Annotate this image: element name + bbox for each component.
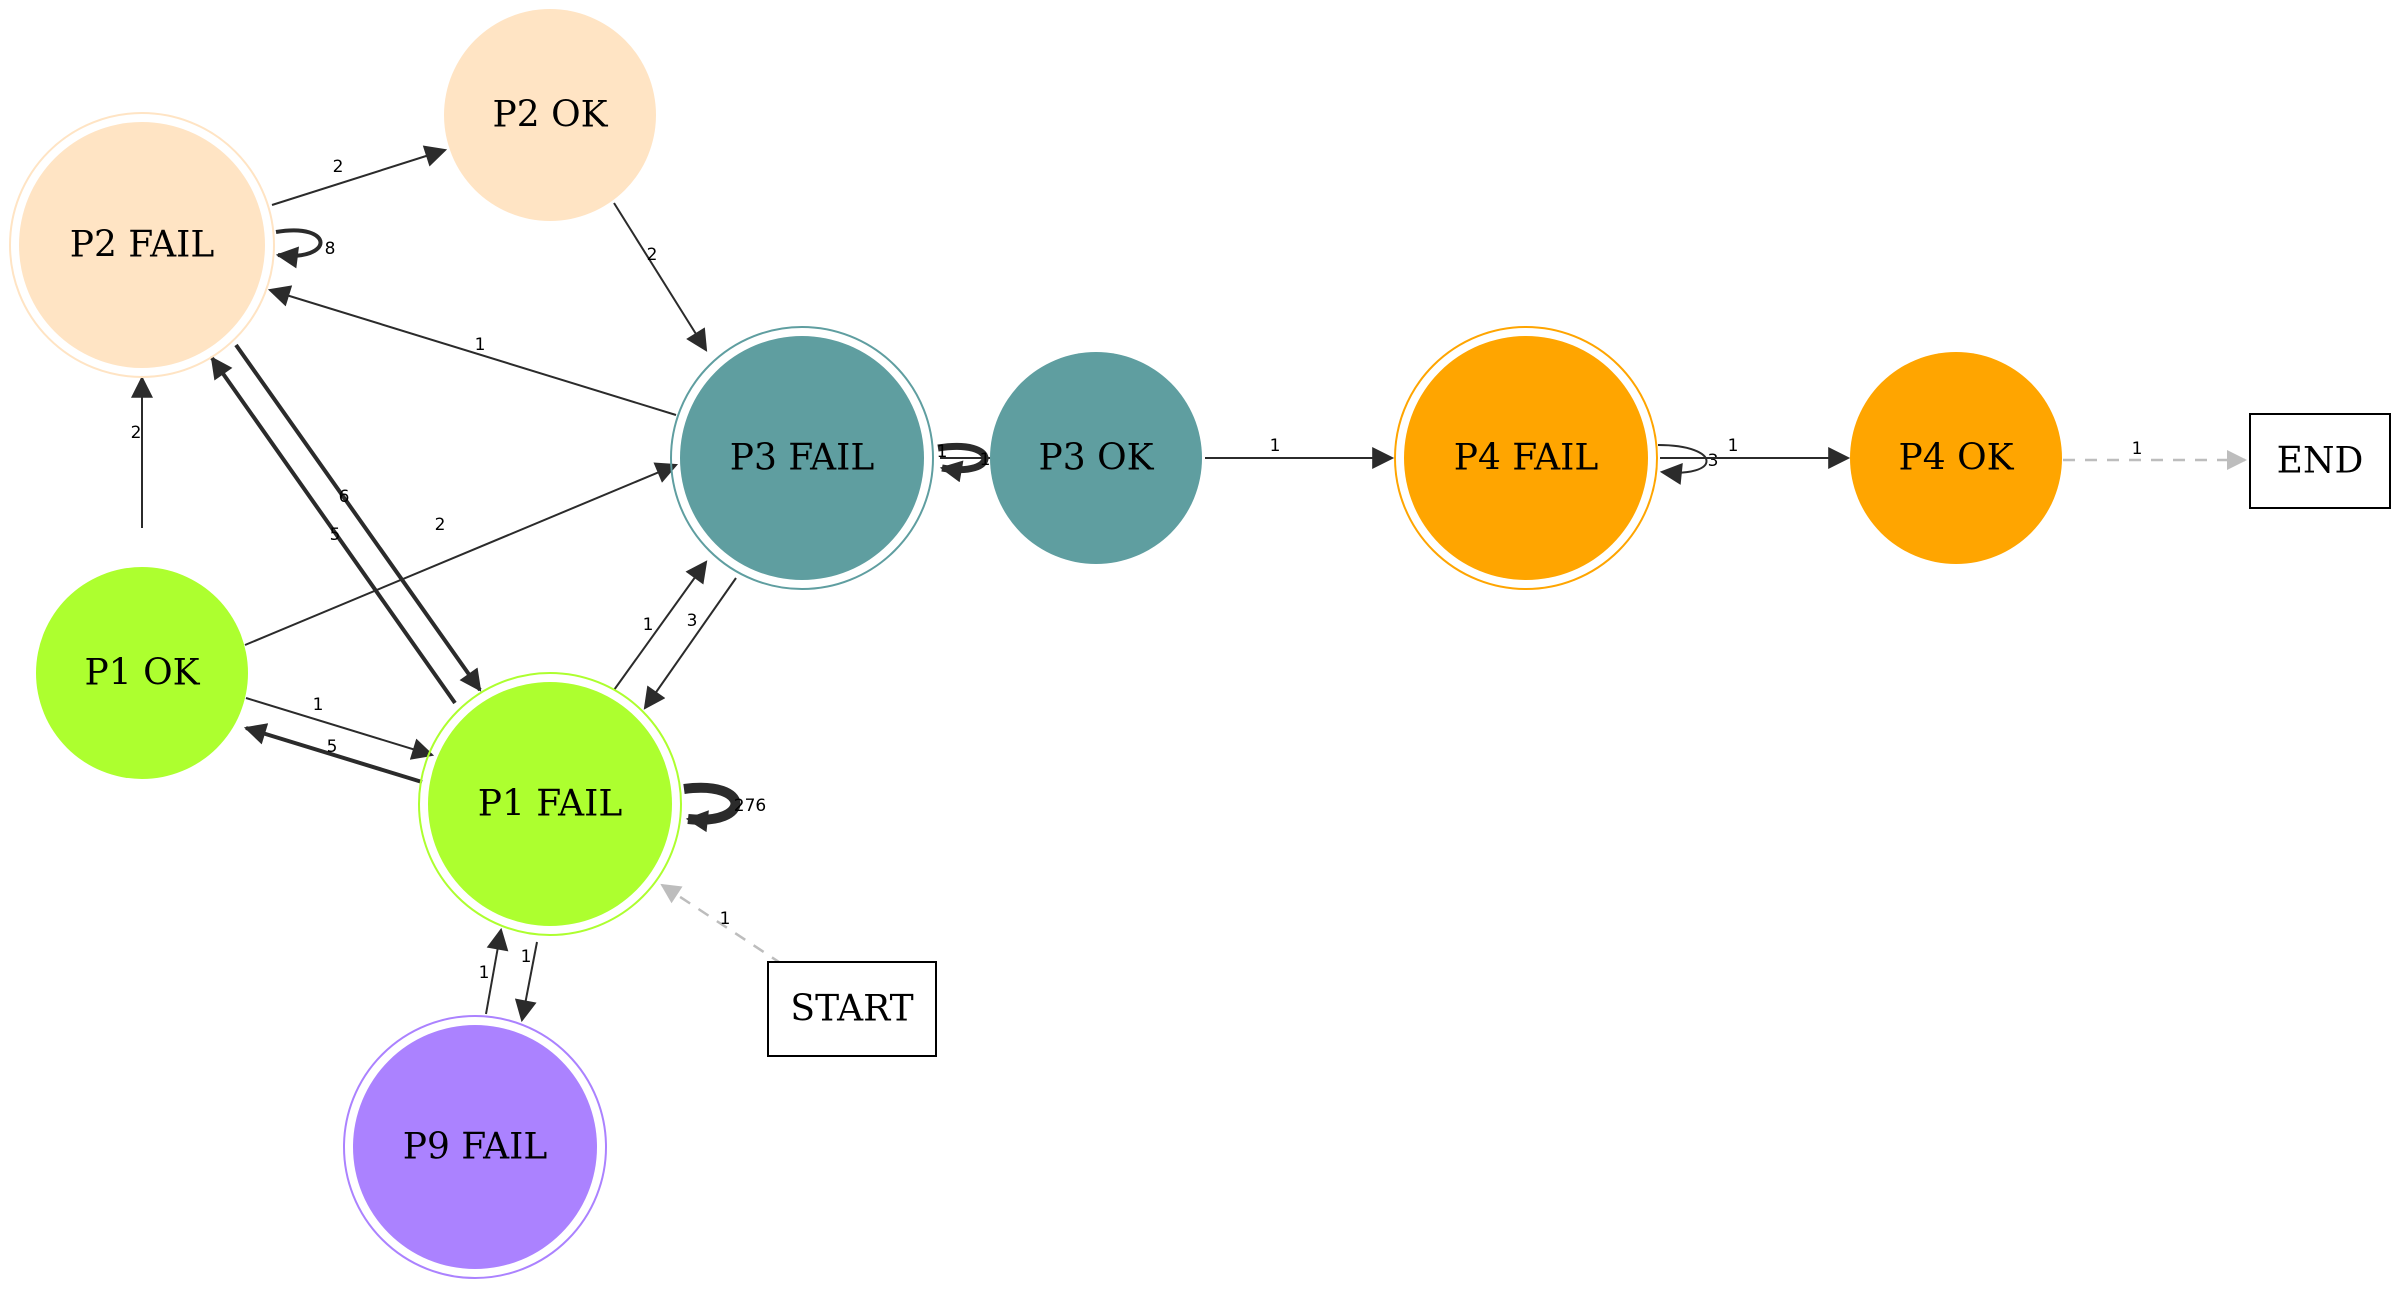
node-p4-ok-label: P4 OK xyxy=(1899,438,2015,479)
node-p2-fail-circle xyxy=(19,122,265,368)
node-p3-fail-label: P3 FAIL xyxy=(730,438,875,479)
edge-label-p2ok-to-p3fail: 2 xyxy=(647,245,658,265)
node-p1-ok-circle xyxy=(36,567,248,779)
node-p3-ok[interactable]: P3 OK xyxy=(990,352,1202,564)
edge-label-p3fail-self: 1 xyxy=(937,442,948,462)
edge-label-p3fail-to-p3ok: 1 xyxy=(980,450,991,470)
edge-label-p1fail-to-p2fail: 5 xyxy=(330,525,341,545)
edges-layer: 2 8 2 1 6 5 2 2 1 5 1 3 xyxy=(131,145,2247,1023)
node-p3-ok-circle xyxy=(990,352,1202,564)
edge-label-p3fail-to-p2fail: 1 xyxy=(475,335,486,355)
edge-p1fail-to-p9fail xyxy=(514,941,538,1023)
node-p9-fail-label: P9 FAIL xyxy=(403,1127,548,1168)
edge-label-p1ok-to-p2fail: 2 xyxy=(131,423,142,443)
edge-label-p1fail-self: 276 xyxy=(734,796,766,816)
edge-label-p3ok-to-p4fail: 1 xyxy=(1270,436,1281,456)
edge-p3fail-to-p2fail xyxy=(267,285,677,416)
edge-label-p4fail-self: 3 xyxy=(1708,451,1719,471)
edge-label-p9fail-to-p1fail: 1 xyxy=(479,963,490,983)
node-p4-fail-circle xyxy=(1404,336,1648,580)
node-p3-fail[interactable]: P3 FAIL xyxy=(670,326,934,590)
edge-p9fail-to-p1fail xyxy=(485,927,509,1015)
node-p3-fail-circle xyxy=(680,336,924,580)
node-p4-fail-label: P4 FAIL xyxy=(1454,438,1599,479)
node-p3-fail-outer-ring xyxy=(670,326,934,590)
node-start[interactable]: START xyxy=(767,961,937,1057)
node-p2-fail-outer-ring xyxy=(9,112,275,378)
node-p4-ok[interactable]: P4 OK xyxy=(1850,352,2062,564)
edge-p1fail-to-p2fail xyxy=(210,356,457,705)
node-p2-ok-label: P2 OK xyxy=(493,95,609,136)
node-p2-ok-circle xyxy=(444,9,656,221)
node-p1-fail-circle xyxy=(428,682,672,926)
edge-label-p2fail-self: 8 xyxy=(325,239,336,259)
node-p2-ok[interactable]: P2 OK xyxy=(444,9,656,221)
node-p2-fail[interactable]: P2 FAIL xyxy=(9,112,275,378)
edge-p1fail-self-loop xyxy=(683,782,741,833)
edge-label-p2fail-to-p1fail: 6 xyxy=(339,487,350,507)
edge-label-p1ok-to-p3fail: 2 xyxy=(435,515,446,535)
edge-p2fail-to-p2ok xyxy=(271,145,448,206)
node-p4-ok-circle xyxy=(1850,352,2062,564)
edge-p4fail-self-loop xyxy=(1657,444,1708,485)
edge-label-p1fail-to-p3fail: 1 xyxy=(643,615,654,635)
edge-p3fail-to-p1fail xyxy=(643,577,737,710)
node-end-label: END xyxy=(2277,441,2364,482)
node-p1-fail[interactable]: P1 FAIL xyxy=(418,672,682,936)
nodes-layer: P2 OK P2 FAIL P3 FAIL P3 OK P4 FAIL xyxy=(9,9,2391,1279)
node-p4-fail-outer-ring xyxy=(1394,326,1658,590)
edge-p2fail-to-p1fail xyxy=(234,343,482,692)
node-p3-ok-label: P3 OK xyxy=(1039,438,1155,479)
node-p4-fail[interactable]: P4 FAIL xyxy=(1394,326,1658,590)
edge-label-p4fail-to-p4ok: 1 xyxy=(1728,436,1739,456)
edge-label-p3fail-to-p1fail: 3 xyxy=(687,611,698,631)
edge-label-p2fail-to-p2ok: 2 xyxy=(333,157,344,177)
edge-p1fail-to-p3fail xyxy=(613,560,708,691)
node-p2-fail-label: P2 FAIL xyxy=(70,225,215,266)
node-end[interactable]: END xyxy=(2249,413,2391,509)
edge-start-to-p1fail xyxy=(660,883,783,966)
node-end-box xyxy=(2249,413,2391,509)
edge-label-p1fail-to-p1ok: 5 xyxy=(327,737,338,757)
node-p1-fail-label: P1 FAIL xyxy=(478,784,623,825)
edge-p2fail-self-loop xyxy=(275,228,323,269)
node-p1-ok[interactable]: P1 OK xyxy=(36,567,248,779)
node-p1-ok-label: P1 OK xyxy=(85,653,201,694)
node-p9-fail[interactable]: P9 FAIL xyxy=(343,1015,607,1279)
edge-label-p1ok-to-p1fail: 1 xyxy=(313,695,324,715)
edge-label-p1fail-to-p9fail: 1 xyxy=(521,947,532,967)
node-start-label: START xyxy=(790,989,913,1030)
node-start-box xyxy=(767,961,937,1057)
edge-label-p4ok-to-end: 1 xyxy=(2132,439,2143,459)
edge-label-start-to-p1fail: 1 xyxy=(720,909,731,929)
node-p9-fail-outer-ring xyxy=(343,1015,607,1279)
edge-p2ok-to-p3fail xyxy=(613,202,708,352)
edge-p1ok-to-p3fail xyxy=(244,462,679,646)
node-p1-fail-outer-ring xyxy=(418,672,682,936)
edge-p1ok-to-p1fail xyxy=(245,697,435,760)
node-p9-fail-circle xyxy=(353,1025,597,1269)
edge-p1fail-to-p1ok xyxy=(243,723,423,784)
